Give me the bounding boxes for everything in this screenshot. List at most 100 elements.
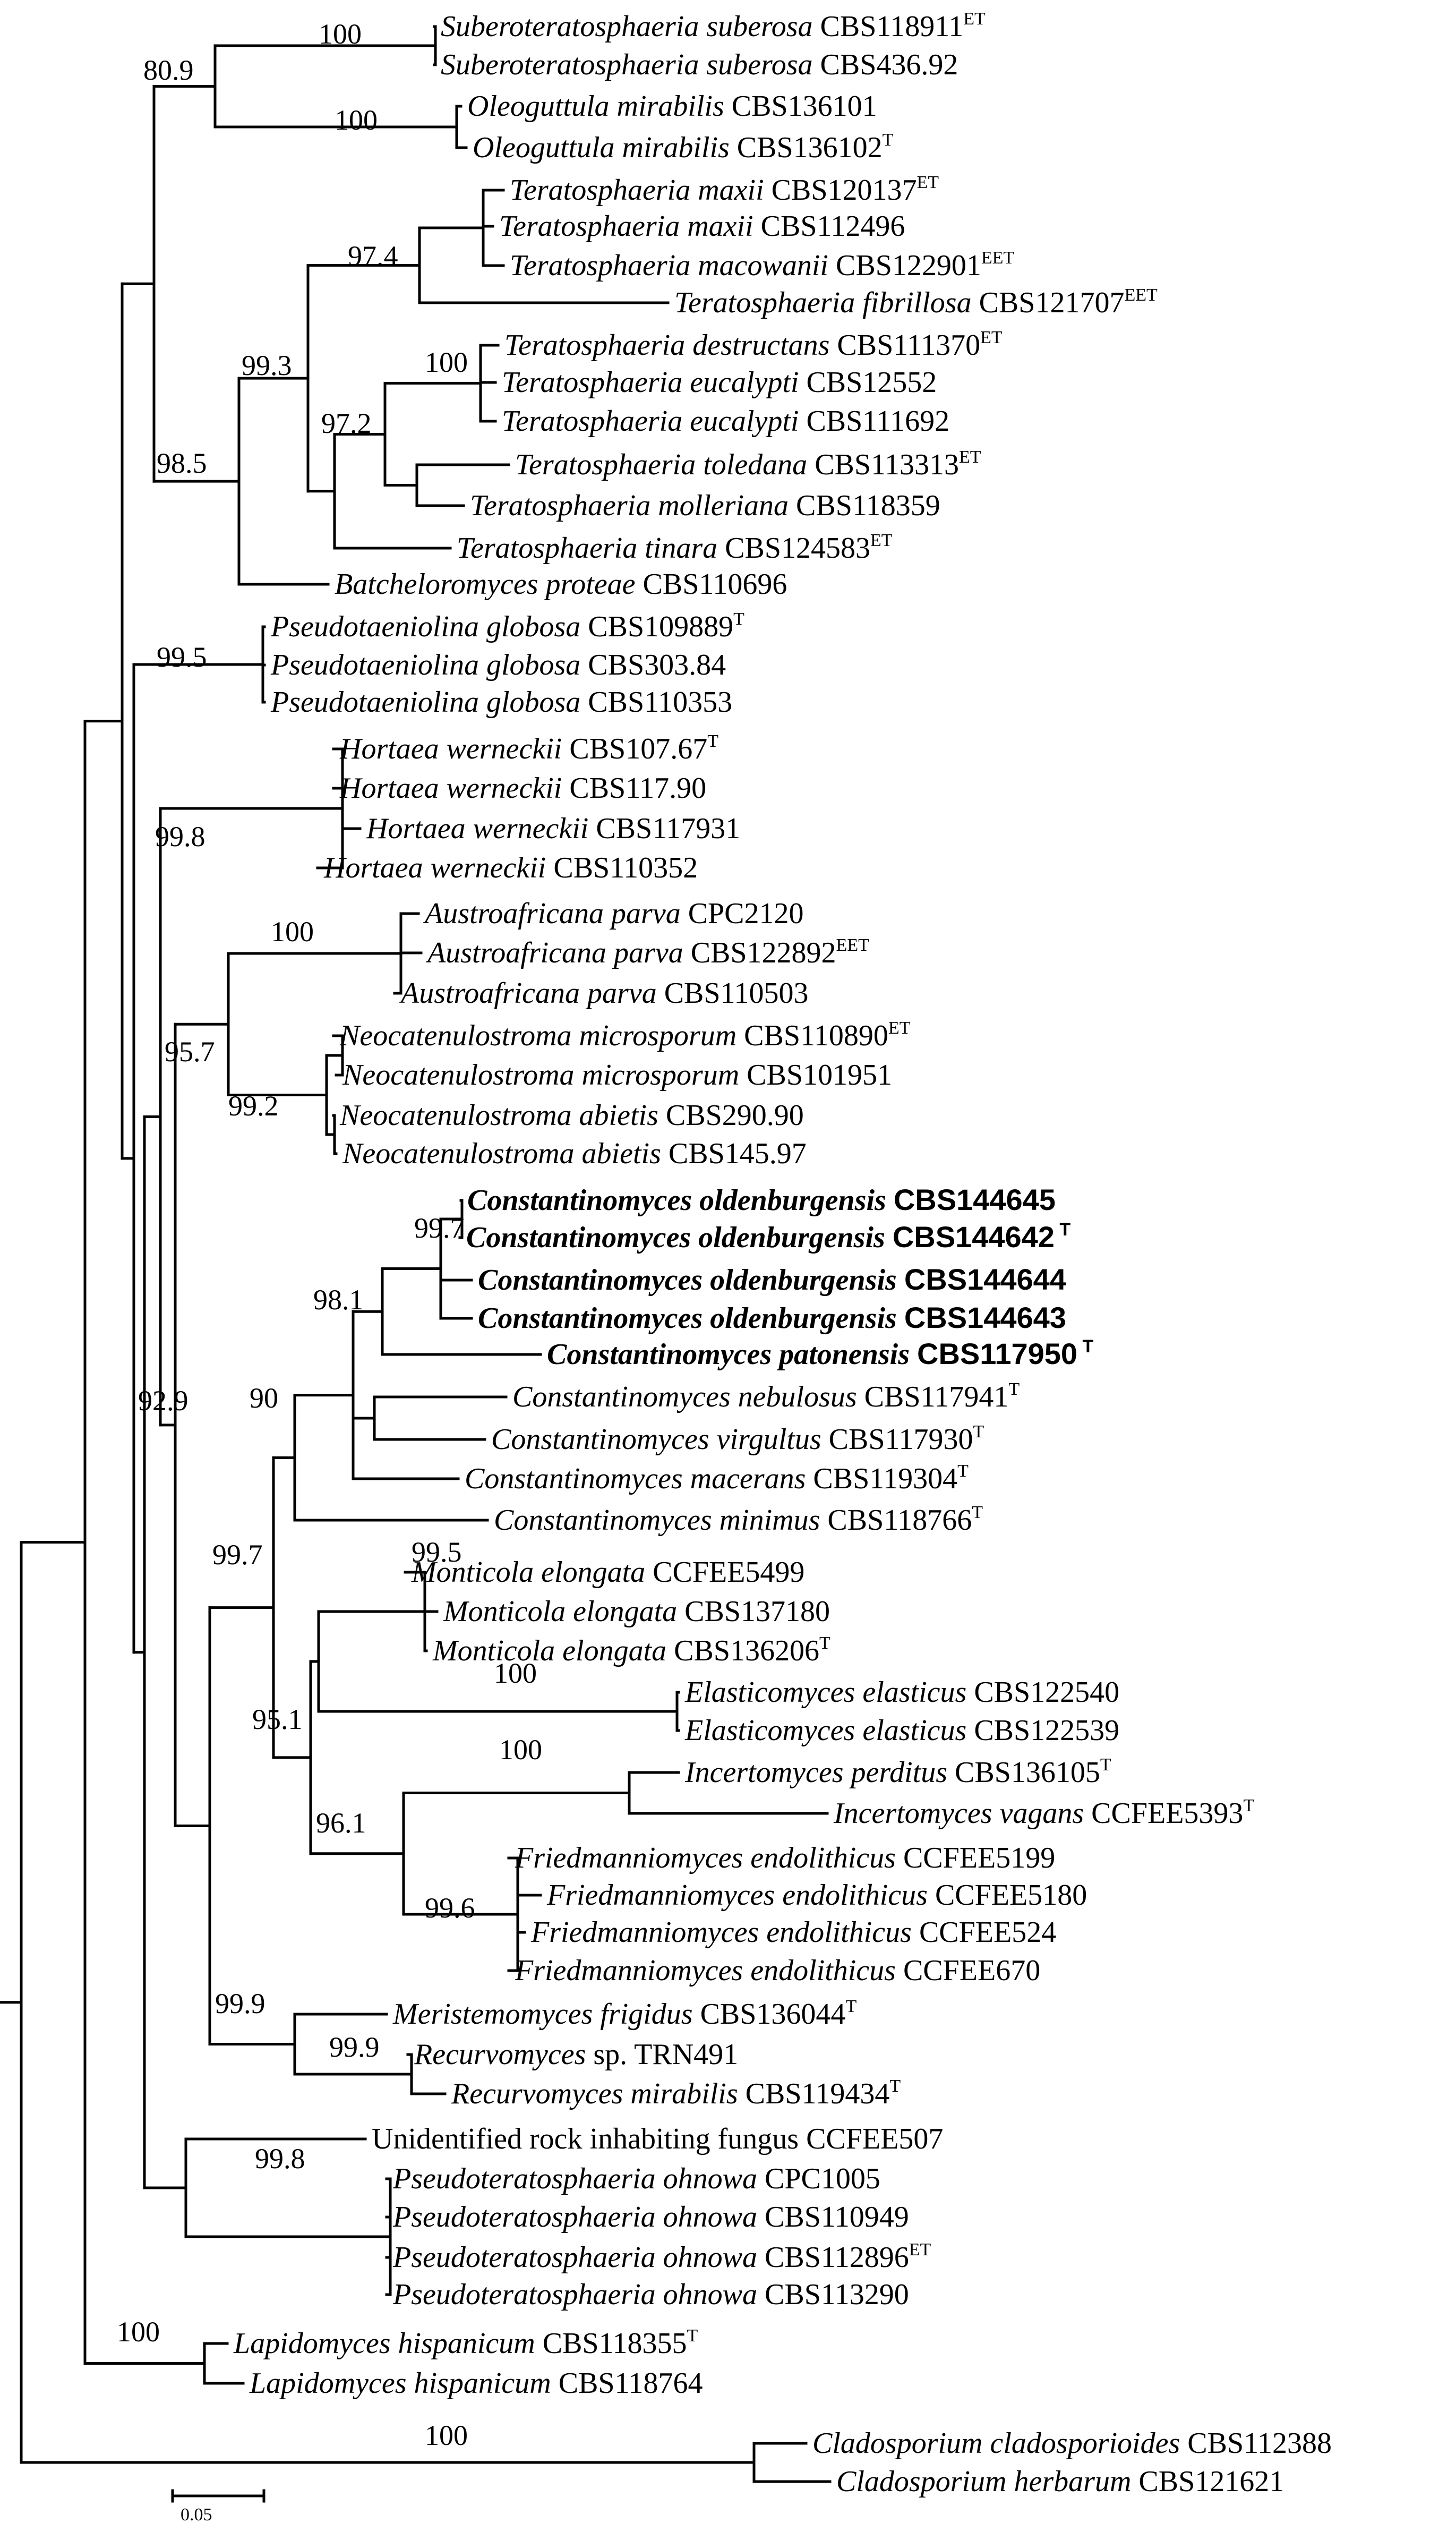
taxon-species: Constantinomyces virgultus [491,1423,829,1456]
taxon-accession: CBS136044 [700,1998,846,2031]
taxon-label: Constantinomyces oldenburgensis CBS14464… [478,1301,1066,1335]
taxon-label: Teratosphaeria maxii CBS120137ET [510,173,939,207]
taxon-accession: CBS136102 [737,131,883,164]
taxon-species: Teratosphaeria maxii [499,210,761,243]
taxon-label: Suberoteratosphaeria suberosa CBS436.92 [441,48,958,81]
taxon-accession: CBS112496 [761,210,905,243]
taxon-label: Recurvomyces mirabilis CBS119434T [451,2076,901,2110]
taxon-type-marker: T [733,609,744,629]
taxon-label: Lapidomyces hispanicum CBS118764 [249,2367,703,2400]
bootstrap-support-value: 100 [425,2419,468,2451]
taxon-label: Friedmanniomyces endolithicus CCFEE670 [515,1954,1040,1987]
taxon-accession: CBS110949 [765,2201,909,2234]
taxon-accession: CBS124583 [725,532,870,565]
taxon-species: Friedmanniomyces endolithicus [515,1954,903,1987]
taxon-type-marker: T [889,2076,901,2096]
taxon-species: Hortaea werneckii [339,772,569,805]
taxon-type-marker: T [973,1422,984,1442]
taxon-label: Pseudoteratosphaeria ohnowa CBS112896ET [392,2240,931,2274]
taxon-type-marker: T [1055,1220,1070,1240]
taxon-type-marker: T [819,1633,830,1653]
taxon-species: Teratosphaeria macowanii [510,249,836,282]
bootstrap-support-value: 96.1 [316,1807,366,1839]
taxon-label: Constantinomyces oldenburgensis CBS14464… [467,1183,1056,1217]
bootstrap-support-value: 100 [335,104,378,136]
taxon-accession: CBS112388 [1187,2427,1332,2460]
taxon-label: Constantinomyces virgultus CBS117930T [491,1422,984,1456]
taxon-species: Constantinomyces oldenburgensis [466,1221,893,1254]
bootstrap-support-value: 99.6 [425,1892,475,1924]
taxon-species: Friedmanniomyces endolithicus [515,1842,903,1874]
taxon-type-marker: T [1100,1755,1111,1775]
bootstrap-support-value: 97.2 [321,407,372,439]
taxon-accession: CBS107.67 [569,732,707,765]
taxon-species: Friedmanniomyces endolithicus [546,1879,935,1912]
taxon-type-marker: EET [836,935,870,955]
taxon-label: Constantinomyces nebulosus CBS117941T [512,1379,1020,1413]
taxon-label: Constantinomyces minimus CBS118766T [494,1503,983,1537]
taxon-accession: CBS121707 [979,286,1125,319]
taxon-accession: CBS121621 [1138,2465,1284,2498]
taxon-species: Constantinomyces minimus [494,1504,827,1537]
taxon-accession: sp. TRN491 [593,2038,738,2071]
bootstrap-support-value: 99.9 [215,1988,265,2019]
bootstrap-support-value: 99.8 [155,821,205,853]
taxon-type-marker: T [687,2326,698,2346]
bootstrap-support-value: 100 [319,18,362,50]
taxon-species: Teratosphaeria molleriana [470,489,796,522]
taxon-species: Neocatenulostroma microsporum [339,1019,744,1052]
taxon-species: Lapidomyces hispanicum [249,2367,559,2400]
scale-bar-label: 0.05 [181,2505,212,2523]
bootstrap-support-value: 99.5 [157,641,207,673]
taxon-label: Teratosphaeria molleriana CBS118359 [470,489,940,522]
taxon-species: Constantinomyces patonensis [547,1338,917,1371]
taxon-accession: CBS111370 [837,329,980,362]
taxon-accession: CBS136101 [732,90,877,123]
taxon-accession: CBS119304 [813,1462,957,1495]
bootstrap-support-value: 95.7 [165,1036,215,1068]
bootstrap-support-value: 99.5 [412,1536,462,1568]
taxon-label: Teratosphaeria eucalypti CBS111692 [502,405,949,438]
taxon-species: Monticola elongata [411,1556,653,1589]
taxon-label: Friedmanniomyces endolithicus CCFEE5199 [515,1842,1055,1874]
bootstrap-support-value: 99.3 [242,350,292,381]
taxon-label: Neocatenulostroma microsporum CBS101951 [342,1059,892,1092]
taxon-accession: CBS112896 [765,2241,909,2274]
bootstrap-support-value: 100 [271,916,314,948]
taxon-accession: CBS118911 [820,10,964,43]
taxon-species: Constantinomyces oldenburgensis [478,1302,904,1335]
taxon-accession: CBS290.90 [666,1099,804,1132]
taxon-species: Cladosporium herbarum [836,2465,1138,2498]
taxon-species: Elasticomyces elasticus [684,1676,974,1709]
taxon-species: Neocatenulostroma microsporum [342,1059,747,1092]
taxon-type-marker: ET [909,2240,931,2260]
bootstrap-support-value: 99.8 [255,2143,305,2175]
taxon-accession: CBS144643 [904,1301,1066,1334]
taxon-accession: CBS113290 [765,2278,909,2311]
taxon-label: Suberoteratosphaeria suberosa CBS118911E… [441,9,986,43]
taxon-species: Teratosphaeria destructans [504,329,837,362]
taxon-label: Cladosporium cladosporioides CBS112388 [812,2427,1332,2460]
taxon-species: Pseudoteratosphaeria ohnowa [392,2278,765,2311]
taxon-accession: CBS117930 [829,1423,973,1456]
bootstrap-support-value: 100 [117,2316,160,2348]
taxon-species: Oleoguttula mirabilis [467,90,732,123]
taxon-label: Teratosphaeria fibrillosa CBS121707EET [674,285,1158,319]
taxon-type-marker: T [972,1503,983,1522]
taxon-label: Pseudoteratosphaeria ohnowa CPC1005 [392,2162,880,2195]
bootstrap-support-value: 90 [250,1382,278,1414]
taxon-accession: CBS117.90 [569,772,706,805]
taxon-label: Neocatenulostroma abietis CBS290.90 [339,1099,804,1132]
taxon-accession: CBS110352 [553,851,698,884]
taxon-accession: CBS118359 [796,489,940,522]
bootstrap-support-value: 99.9 [329,2031,380,2063]
taxon-label: Austroafricana parva CBS122892EET [425,935,869,969]
taxon-species: Batcheloromyces proteae [335,568,643,601]
taxon-species: Hortaea werneckii [366,812,596,845]
taxon-accession: CBS117950 [917,1337,1077,1370]
tree-branches [0,25,832,2483]
taxon-species: Incertomyces perditus [684,1756,955,1789]
taxon-species: Hortaea werneckii [323,851,553,884]
taxon-type-marker: T [883,130,894,150]
taxon-species: Pseudoteratosphaeria ohnowa [392,2201,765,2234]
